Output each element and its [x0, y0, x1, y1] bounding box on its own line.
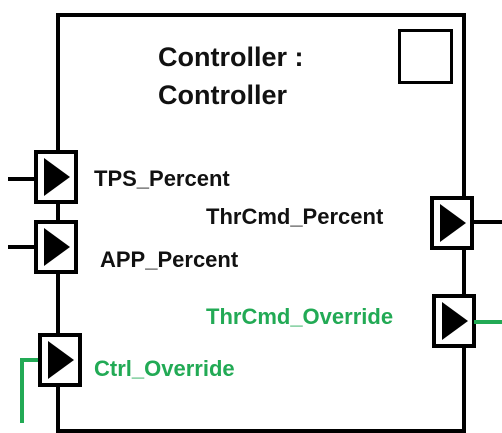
tps-percent-label: TPS_Percent — [94, 166, 230, 191]
ctrl-override-port[interactable] — [38, 333, 82, 387]
thrcmd-percent-label: ThrCmd_Percent — [206, 204, 384, 229]
play-triangle-icon — [44, 158, 70, 196]
tps-percent-port[interactable] — [34, 150, 78, 204]
tps-percent-wire — [8, 177, 38, 181]
ctrl-override-wire-horizontal — [20, 358, 42, 362]
play-triangle-icon — [48, 341, 74, 379]
controller-block[interactable] — [56, 13, 466, 433]
stereotype-square-icon — [398, 29, 453, 84]
ctrl-override-wire-vertical — [20, 360, 24, 423]
app-percent-port[interactable] — [34, 220, 78, 274]
block-title-line1: Controller : — [158, 42, 304, 72]
block-title-line2: Controller — [158, 80, 288, 110]
play-triangle-icon — [442, 302, 468, 340]
play-triangle-icon — [44, 228, 70, 266]
app-percent-label: APP_Percent — [100, 247, 239, 272]
app-percent-wire — [8, 245, 38, 249]
thrcmd-override-label: ThrCmd_Override — [206, 304, 394, 329]
thrcmd-override-port[interactable] — [432, 294, 476, 348]
block-title: Controller : Controller — [158, 38, 304, 114]
thrcmd-override-wire — [474, 320, 502, 324]
ctrl-override-label: Ctrl_Override — [94, 356, 235, 381]
thrcmd-percent-port[interactable] — [430, 196, 474, 250]
thrcmd-percent-wire — [472, 220, 502, 224]
play-triangle-icon — [440, 204, 466, 242]
